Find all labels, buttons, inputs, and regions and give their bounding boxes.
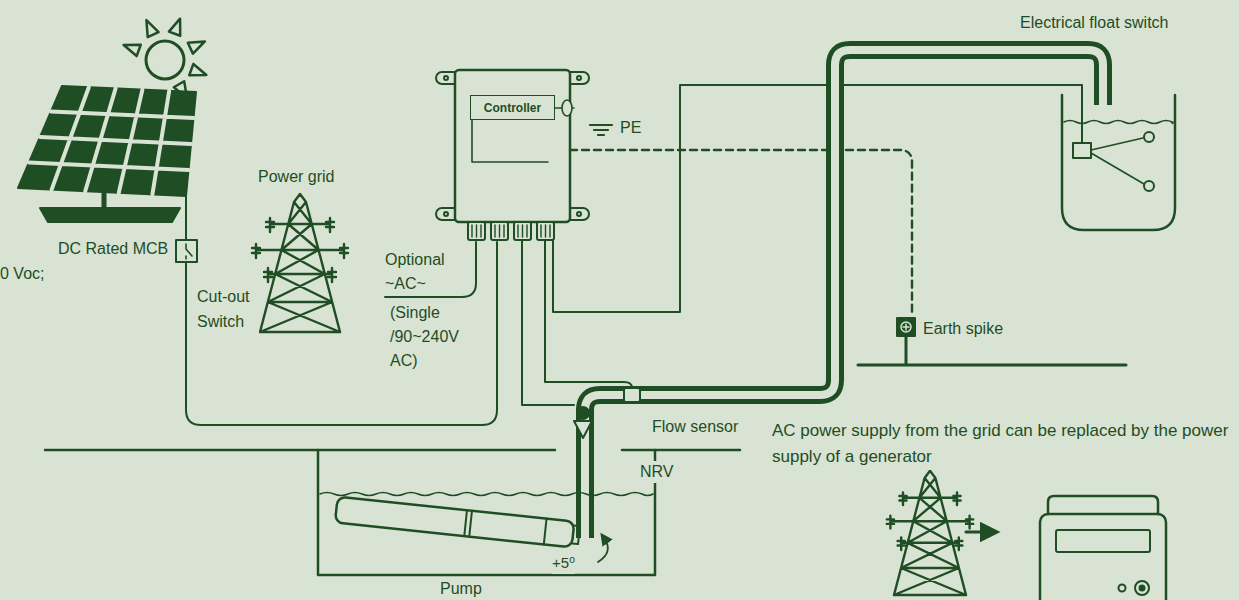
float bbox=[1073, 143, 1091, 158]
cable-gland bbox=[514, 222, 531, 240]
float-tank bbox=[1062, 95, 1175, 230]
ac-wire bbox=[385, 242, 476, 297]
cable-gland bbox=[468, 222, 485, 240]
replace-arrow bbox=[966, 531, 990, 534]
float-contact bbox=[1144, 181, 1154, 191]
cable-glands bbox=[468, 222, 554, 240]
flow-sensor-wire bbox=[545, 240, 632, 388]
earth-wire bbox=[570, 150, 912, 316]
ear-hole bbox=[577, 76, 581, 80]
well-pit bbox=[318, 450, 655, 575]
dc-wire bbox=[186, 196, 497, 425]
mcb-symbol bbox=[176, 240, 197, 262]
diagram-label: Cut-out Switch bbox=[197, 284, 259, 334]
diagram-label: Earth spike bbox=[923, 318, 1003, 340]
generator-body bbox=[1040, 514, 1166, 600]
sun-ray bbox=[146, 20, 158, 37]
panel-frame bbox=[18, 86, 196, 196]
pump-sections bbox=[464, 510, 546, 544]
ear-hole bbox=[444, 76, 448, 80]
diagram-label: Electrical float switch bbox=[1020, 12, 1169, 34]
generator-frame bbox=[1048, 496, 1158, 514]
tank-water bbox=[1064, 121, 1173, 124]
gland-ribs bbox=[472, 225, 481, 237]
diagram-label: Power grid bbox=[258, 166, 334, 188]
pump-outlet bbox=[572, 526, 580, 545]
sun-ray bbox=[188, 41, 205, 53]
diagram-label: Pump bbox=[440, 578, 482, 600]
gland-ribs bbox=[495, 225, 504, 237]
mcb-switch bbox=[186, 244, 192, 259]
controller-bracket bbox=[472, 120, 548, 162]
earth-spike-head bbox=[897, 318, 915, 336]
drawing-group bbox=[18, 19, 1175, 600]
ear-hole bbox=[444, 212, 448, 216]
earth-spike-mark bbox=[901, 322, 911, 332]
float-contact bbox=[1144, 132, 1154, 142]
solar-panel bbox=[18, 86, 196, 196]
sun-ray bbox=[189, 64, 206, 75]
well-water bbox=[320, 493, 653, 496]
sun-disc bbox=[146, 41, 184, 79]
diagram-label: PE bbox=[620, 117, 641, 139]
sun-ray bbox=[124, 45, 141, 56]
ground-line bbox=[45, 449, 740, 452]
controller-box: Controller bbox=[470, 95, 555, 120]
diagram-label: +5⁰ bbox=[552, 552, 575, 574]
diagram-label: Flow sensor bbox=[652, 416, 738, 438]
nrv-valve bbox=[574, 421, 592, 438]
diagram-label: Optional bbox=[385, 249, 445, 271]
ear-hole bbox=[577, 212, 581, 216]
tilt-arrow bbox=[598, 538, 608, 562]
cable-gland bbox=[537, 222, 554, 240]
controller-knob bbox=[562, 100, 572, 116]
cable-gland bbox=[491, 222, 508, 240]
pump-body bbox=[335, 497, 580, 548]
nrv-dot bbox=[577, 407, 589, 419]
generator-panel bbox=[1056, 530, 1150, 552]
generator-knob-center bbox=[1140, 586, 1145, 591]
sun-ray bbox=[169, 19, 180, 36]
diagram-label: AC power supply from the grid can be rep… bbox=[772, 418, 1234, 470]
earth-ground-line bbox=[858, 336, 1126, 365]
panel-base bbox=[40, 208, 180, 222]
gland-ribs bbox=[518, 225, 527, 237]
pump-casing bbox=[335, 497, 574, 548]
pe-ground-symbol bbox=[590, 125, 612, 135]
diagram-label: DC Rated MCB bbox=[58, 238, 168, 260]
sun-rays bbox=[124, 19, 207, 98]
diagram-label: (Single /90~240V AC) bbox=[390, 301, 472, 373]
power-tower-small bbox=[887, 471, 973, 595]
generator-knob bbox=[1135, 581, 1149, 595]
pump-cable bbox=[522, 240, 574, 405]
node-text: Controller bbox=[484, 101, 541, 115]
diagram-label: NRV bbox=[640, 461, 674, 483]
panel-post bbox=[102, 194, 107, 208]
flow-sensor-box bbox=[624, 388, 640, 402]
controller-enclosure bbox=[455, 70, 570, 222]
diagram-label: ~AC~ bbox=[385, 273, 426, 295]
gland-ribs bbox=[541, 225, 550, 237]
panel-cells bbox=[29, 87, 194, 194]
earth-spike-plus bbox=[903, 324, 909, 330]
power-tower bbox=[252, 194, 348, 332]
float-switch-wire bbox=[553, 85, 1082, 312]
generator-socket bbox=[1119, 585, 1126, 592]
diagram-label: 0 Voc; bbox=[0, 263, 44, 285]
float-leads bbox=[1091, 138, 1144, 184]
